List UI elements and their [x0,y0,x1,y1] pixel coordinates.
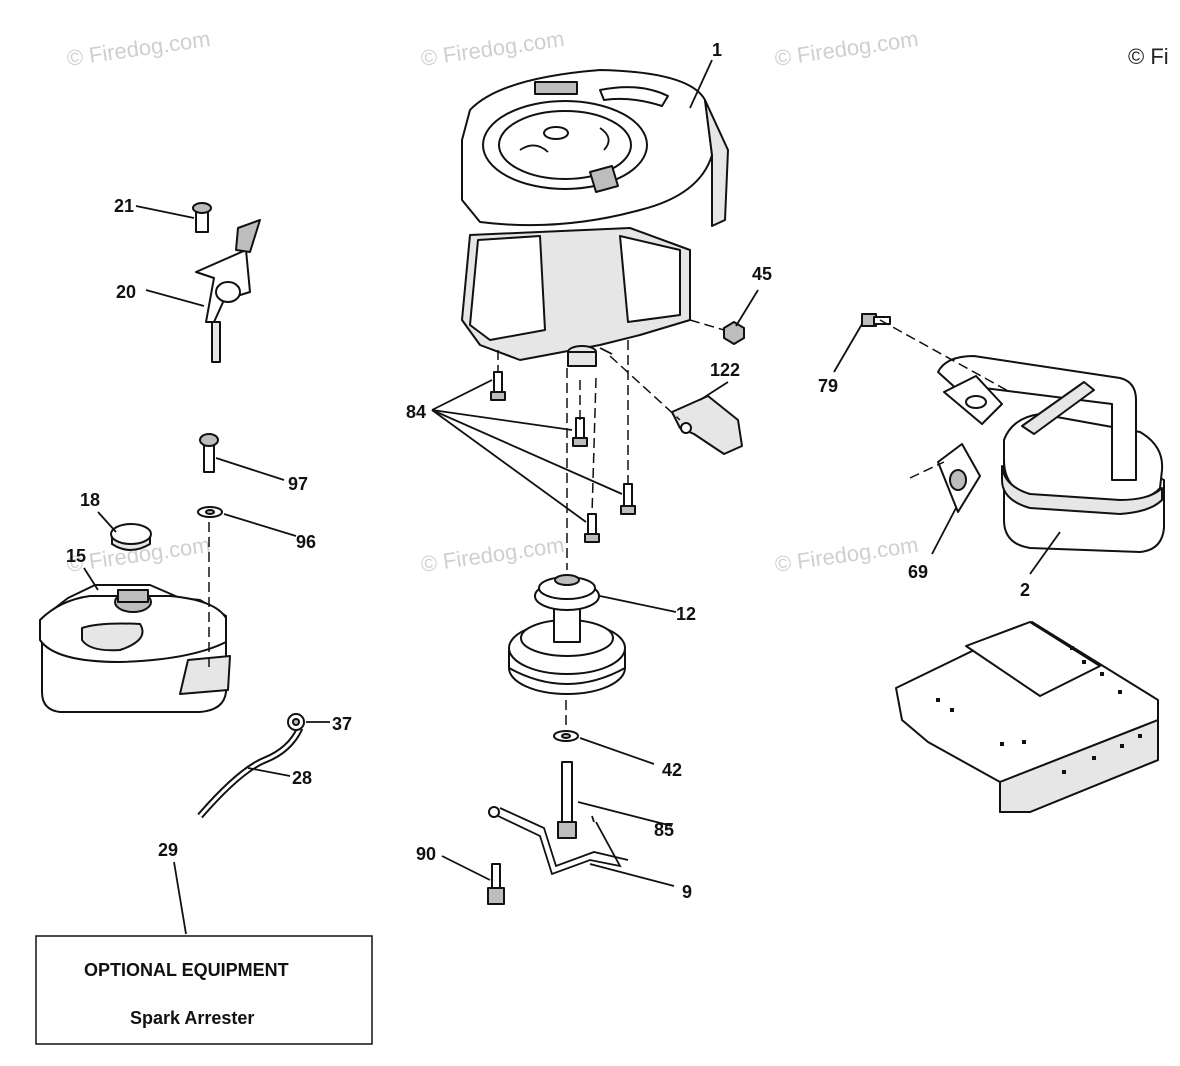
callout-20: 20 [116,282,136,302]
optional-equipment-item: Spark Arrester [130,1008,254,1028]
leader-lines [83,59,1061,935]
copyright-mark: © Fi [1128,44,1169,69]
bracket-part-122 [671,395,743,455]
callout-labels: 1 2 9 12 15 18 20 21 28 29 37 42 45 69 7… [66,40,1030,902]
assembly-lines-center [497,319,725,730]
callout-15: 15 [66,546,86,566]
pulley-part-12 [508,574,626,695]
gasket-part-69 [937,443,981,513]
optional-equipment-title: OPTIONAL EQUIPMENT [84,960,289,980]
callout-29: 29 [158,840,178,860]
watermark-text: © Firedog.com [419,26,566,71]
callout-96: 96 [296,532,316,552]
callout-37: 37 [332,714,352,734]
bolt-part-84 [490,371,636,543]
fuel-line-part-28 [197,726,304,819]
watermark-text: © Firedog.com [419,532,566,577]
bolt-part-79 [861,313,891,327]
watermark-text: © Firedog.com [773,532,920,577]
fuel-cap-part-18 [110,523,152,551]
nut-part-45 [723,321,745,345]
callout-42: 42 [662,760,682,780]
engine-mount-plate [895,621,1159,813]
fuel-tank-part-15 [39,584,231,713]
callout-90: 90 [416,844,436,864]
callout-21: 21 [114,196,134,216]
bracket-part-9 [488,806,629,876]
callout-84: 84 [406,402,426,422]
assembly-line-gasket [909,461,945,479]
callout-2: 2 [1020,580,1030,600]
washer-part-96 [197,506,223,518]
callout-85: 85 [654,820,674,840]
throttle-control-part-20 [195,219,261,363]
watermark-text: © Firedog.com [65,26,212,71]
screw-part-21 [192,202,212,233]
callout-18: 18 [80,490,100,510]
callout-9: 9 [682,882,692,902]
watermark-text: © Firedog.com [773,26,920,71]
optional-equipment-box: OPTIONAL EQUIPMENT Spark Arrester [35,935,373,1045]
callout-12: 12 [676,604,696,624]
engine-part-1 [461,69,729,367]
clamp-part-37 [287,713,305,731]
muffler-part-2 [937,355,1165,553]
bolt-part-85 [557,761,577,839]
callout-97: 97 [288,474,308,494]
callout-45: 45 [752,264,772,284]
bolt-part-90 [487,863,505,905]
callout-79: 79 [818,376,838,396]
callout-1: 1 [712,40,722,60]
screw-part-97 [199,433,219,473]
assembly-line-muffler [879,319,1011,393]
callout-122: 122 [710,360,740,380]
washer-part-42 [553,730,579,742]
callout-69: 69 [908,562,928,582]
callout-28: 28 [292,768,312,788]
